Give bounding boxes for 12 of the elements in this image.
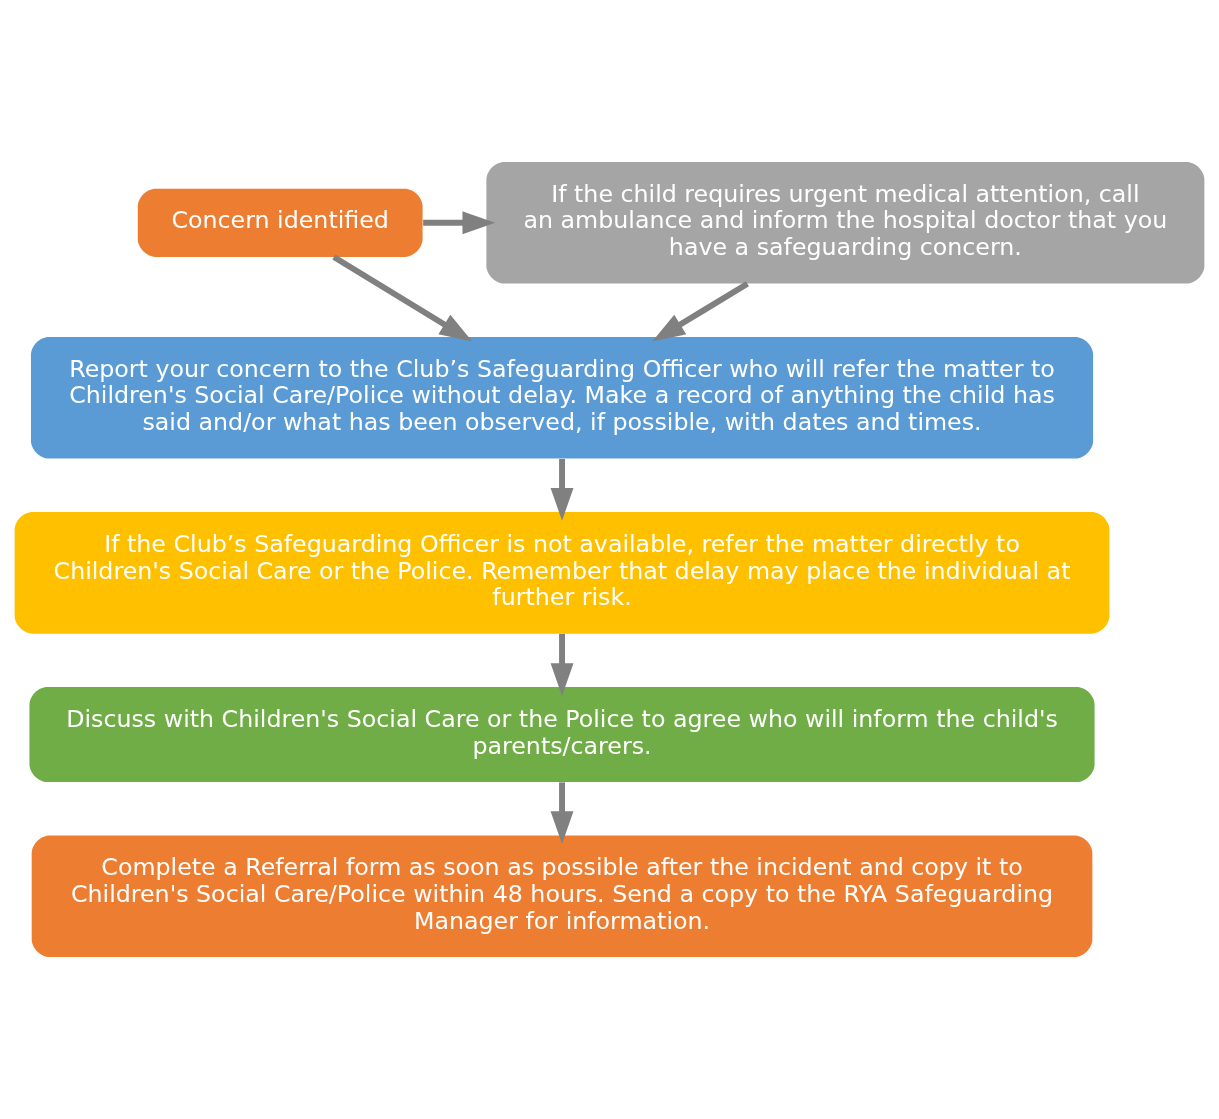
node-box: If the child requires urgent medical attention, call an ambulance and inform the hospital doctor that you have a safeguarding concern. bbox=[486, 161, 1205, 284]
arrow bbox=[332, 254, 473, 342]
arrow bbox=[550, 459, 574, 521]
node-box: Discuss with Children's Social Care or the Police to agree who will inform the child's parents/carers. bbox=[29, 687, 1095, 782]
arrow bbox=[550, 633, 574, 697]
arrow bbox=[423, 211, 496, 235]
arrow bbox=[550, 782, 574, 845]
node-box: If the Club’s Safeguarding Officer is not available, refer the matter directly to Children's Social Care or the Police. Remember that delay may place the individual at further risk. bbox=[14, 512, 1110, 634]
arrow bbox=[652, 281, 749, 342]
node-box: Concern identified bbox=[137, 188, 423, 257]
node-box: Complete a Referral form as soon as possible after the incident and copy it to Children's Social Care/Police within 48 hours. Send a copy to the RYA Safeguarding Manager for information. bbox=[31, 835, 1093, 958]
node-box: Report your concern to the Club’s Safeguarding Officer who will refer the matter to Children's Social Care/Police without delay. Make a record of anything the child has said and/or what has been observed, if possible, with dates and times. bbox=[30, 337, 1094, 459]
